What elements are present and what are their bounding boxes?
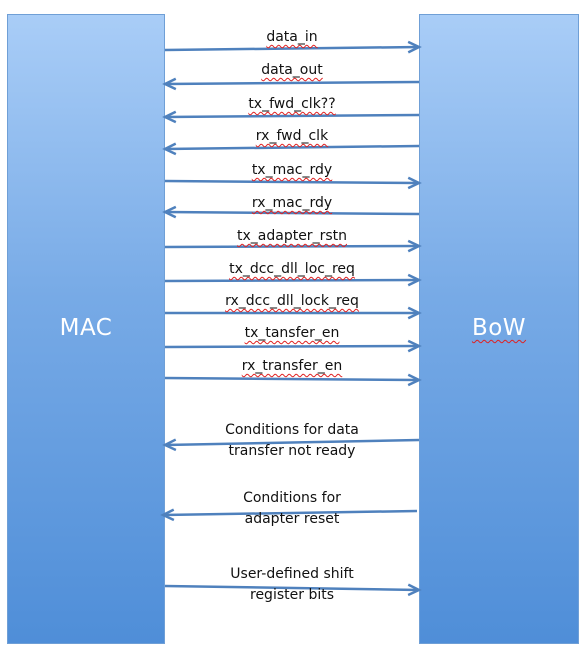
bow-label: BoW <box>471 315 527 341</box>
signal-arrow-line <box>164 144 420 151</box>
mac-label: MAC <box>59 315 113 341</box>
signal-arrow-line <box>164 244 420 249</box>
signal-arrow-head <box>407 239 422 253</box>
bow-block: BoW <box>419 14 579 644</box>
signal-arrow-line <box>164 278 420 283</box>
mac-block: MAC <box>7 14 165 644</box>
signal-label-rx-fwd-clk: rx_fwd_clk <box>255 128 329 144</box>
signal-arrow-line <box>164 376 420 382</box>
signal-label-adapter-reset: Conditions for adapter reset <box>243 490 341 527</box>
signal-arrow-head <box>407 583 422 597</box>
signal-label-tx-adapter-rstn: tx_adapter_rstn <box>237 228 347 244</box>
signal-label-tx-dcc-dll-loc-req: tx_dcc_dll_loc_req <box>229 261 355 277</box>
signal-arrow-head <box>162 142 177 156</box>
signal-label-rx-transfer-en: rx_transfer_en <box>241 358 343 374</box>
signal-arrow-head <box>162 77 177 91</box>
signal-label-tx-tansfer-en: tx_tansfer_en <box>244 325 340 341</box>
signal-label-rx-mac-rdy: rx_mac_rdy <box>251 195 333 211</box>
signal-label-tx-mac-rdy: tx_mac_rdy <box>251 162 333 178</box>
signal-label-shift-register: User-defined shift register bits <box>230 566 354 603</box>
signal-arrow-line <box>164 584 420 592</box>
signal-arrow-head <box>407 273 422 287</box>
signal-arrow-line <box>164 45 420 52</box>
signal-arrow-head <box>407 339 422 353</box>
signal-arrow-head <box>160 508 175 522</box>
signal-arrow-line <box>164 438 420 447</box>
signal-arrow-head <box>407 306 422 320</box>
signal-arrow-head <box>407 40 422 54</box>
signal-label-data-not-ready: Conditions for data transfer not ready <box>225 422 359 459</box>
signal-arrow-head <box>162 110 177 124</box>
signal-arrow-head <box>162 205 177 219</box>
signal-label-rx-dcc-dll-lock-req: rx_dcc_dll_lock_req <box>225 293 359 309</box>
signal-arrow-line <box>164 210 420 216</box>
signal-label-data-in: data_in <box>266 29 318 45</box>
signal-arrow-line <box>164 344 420 349</box>
signal-label-data-out: data_out <box>261 62 323 78</box>
signal-label-tx-fwd-clk: tx_fwd_clk?? <box>248 96 336 112</box>
signal-arrow-line <box>164 179 420 185</box>
signal-arrow-head <box>162 438 177 452</box>
signal-arrow-head <box>407 176 422 190</box>
signal-arrow-head <box>407 373 422 387</box>
signal-arrow-line <box>164 113 420 119</box>
signal-arrow-line <box>164 80 420 86</box>
signal-arrow-line <box>162 509 418 517</box>
